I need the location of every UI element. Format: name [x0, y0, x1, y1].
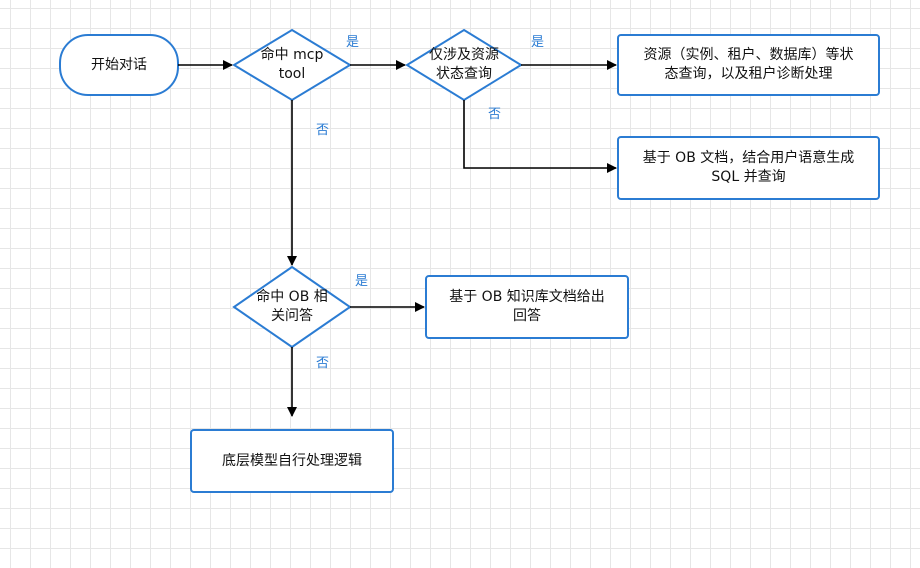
no-label-status: 否	[488, 107, 502, 122]
decision-ob-label: 命中 OB 相 关问答	[256, 289, 328, 324]
sql-box-label: 基于 OB 文档，结合用户语意生成 SQL 并查询	[642, 150, 855, 185]
status-query-box-label: 资源（实例、租户、数据库）等状 态查询，以及租户诊断处理	[643, 47, 854, 82]
yes-label-mcp: 是	[346, 35, 360, 50]
kb-answer-box-shape	[425, 275, 629, 339]
start-node-label: 开始对话	[91, 56, 147, 73]
edge-status-to-sql-box	[463, 100, 617, 173]
sql-box-shape	[617, 136, 880, 200]
decision-status-label: 仅涉及资源 状态查询	[429, 47, 499, 82]
yes-label-ob: 是	[355, 274, 369, 289]
no-label-ob: 否	[316, 356, 330, 371]
status-query-box-shape	[617, 34, 880, 96]
kb-answer-box-label: 基于 OB 知识库文档给出 回答	[449, 289, 605, 324]
fallback-box-shape	[190, 429, 394, 493]
decision-mcp-label: 命中 mcp tool	[260, 47, 324, 82]
no-label-mcp: 否	[316, 123, 330, 138]
fallback-box-label: 底层模型自行处理逻辑	[222, 452, 362, 469]
yes-label-status: 是	[531, 35, 545, 50]
